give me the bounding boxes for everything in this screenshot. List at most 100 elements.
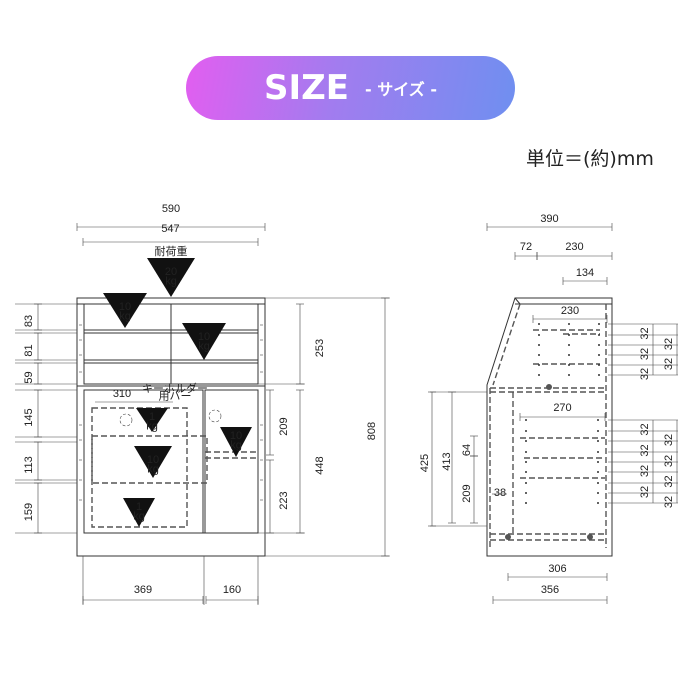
shelf-hole bbox=[597, 482, 599, 484]
dimension-label: 160 bbox=[223, 584, 241, 596]
shelf-hole bbox=[597, 451, 599, 453]
shelf-hole bbox=[598, 364, 600, 366]
dimension-label: 81 bbox=[23, 344, 35, 356]
load-value: 20 bbox=[165, 266, 177, 278]
dimension-label: 230 bbox=[561, 305, 579, 317]
banner-title: SIZE bbox=[264, 68, 350, 108]
shelf-hole bbox=[525, 471, 527, 473]
dimension-label: 230 bbox=[565, 241, 583, 253]
dimension-label: 59 bbox=[23, 371, 35, 383]
load-triangle-icon bbox=[136, 408, 168, 432]
side-outline bbox=[486, 297, 613, 557]
dimension-label: 32 bbox=[663, 338, 675, 350]
load-unit: kg bbox=[198, 341, 210, 353]
load-value: 10 bbox=[198, 331, 210, 343]
shelf-hole bbox=[538, 334, 540, 336]
load-unit: kg bbox=[146, 421, 158, 433]
dimension-label: 145 bbox=[23, 408, 35, 426]
load-unit: kg bbox=[147, 464, 159, 476]
shelf-hole bbox=[598, 354, 600, 356]
shelf-hole bbox=[568, 334, 570, 336]
shelf-hole bbox=[597, 430, 599, 432]
dimension-label: 413 bbox=[441, 452, 453, 470]
cam-lock-icon bbox=[587, 534, 593, 540]
shelf-hole bbox=[525, 451, 527, 453]
line bbox=[514, 297, 521, 305]
dimension-label: 209 bbox=[278, 417, 290, 435]
dimension-label: 590 bbox=[162, 203, 180, 215]
shelf-hole bbox=[538, 344, 540, 346]
shelf-hole bbox=[525, 492, 527, 494]
load-triangle-icon bbox=[134, 446, 172, 478]
dimension-label: 223 bbox=[278, 491, 290, 509]
load-value: 10 bbox=[147, 454, 159, 466]
shelf-hole bbox=[597, 440, 599, 442]
load-triangle-icon bbox=[182, 323, 226, 360]
load-capacity-label: 耐荷重 bbox=[155, 244, 188, 258]
dimension-label: 390 bbox=[540, 213, 558, 225]
dimension-label: 209 bbox=[461, 484, 473, 502]
shelf-hole bbox=[597, 502, 599, 504]
shelf-hole bbox=[525, 419, 527, 421]
load-triangle-icon bbox=[220, 427, 252, 457]
load-value: 10 bbox=[230, 430, 242, 442]
dimension-label: 32 bbox=[639, 368, 651, 380]
shelf-hole bbox=[538, 374, 540, 376]
shelf-hole bbox=[597, 471, 599, 473]
shelf-hole bbox=[525, 461, 527, 463]
dimension-label: 32 bbox=[639, 327, 651, 339]
dimension-label: 425 bbox=[419, 454, 431, 472]
load-value: 1 bbox=[136, 501, 142, 513]
dimension-label: 32 bbox=[663, 455, 675, 467]
load-triangle-icon bbox=[147, 258, 195, 297]
top-board bbox=[76, 297, 266, 305]
shelf-hole bbox=[568, 364, 570, 366]
dimension-label: 159 bbox=[23, 503, 35, 521]
dimension-label: 64 bbox=[461, 444, 473, 456]
right-door bbox=[204, 389, 259, 534]
shelf-hole bbox=[538, 364, 540, 366]
shelf-hole bbox=[525, 482, 527, 484]
banner-subtitle: - サイズ - bbox=[365, 80, 437, 99]
load-value: 10 bbox=[119, 301, 131, 313]
load-triangle-icon bbox=[123, 498, 155, 527]
dimension-label: 32 bbox=[663, 434, 675, 446]
drawer bbox=[91, 435, 208, 484]
dimension-label: 356 bbox=[541, 584, 559, 596]
shelf-hole bbox=[525, 440, 527, 442]
hole-icon bbox=[119, 413, 133, 427]
dimension-label: 310 bbox=[113, 388, 131, 400]
dimension-label: 32 bbox=[663, 496, 675, 508]
keyholder-label: 用バー bbox=[159, 390, 192, 403]
front-slant-dashed bbox=[492, 303, 521, 386]
shelf-hole bbox=[568, 344, 570, 346]
dimension-label: 32 bbox=[639, 348, 651, 360]
dimension-label: 32 bbox=[639, 423, 651, 435]
dimension-label: 134 bbox=[576, 267, 594, 279]
load-unit: kg bbox=[133, 511, 145, 523]
shelf-hole bbox=[525, 502, 527, 504]
dimension-label: 547 bbox=[161, 223, 179, 235]
shelf-hole bbox=[598, 344, 600, 346]
unit-label: 単位＝(約)mm bbox=[526, 148, 654, 170]
shelf-hole bbox=[597, 461, 599, 463]
shelf-hole bbox=[597, 419, 599, 421]
hole-icon bbox=[208, 409, 222, 423]
load-unit: kg bbox=[230, 440, 242, 452]
dimension-label: 270 bbox=[553, 402, 571, 414]
dimension-label: 448 bbox=[314, 456, 326, 474]
dimension-label: 32 bbox=[639, 486, 651, 498]
load-unit: kg bbox=[165, 276, 177, 288]
load-value: 1 bbox=[149, 411, 155, 423]
dimension-label: 306 bbox=[548, 563, 566, 575]
shelf-hole bbox=[568, 323, 570, 325]
dimension-label: 253 bbox=[314, 339, 326, 357]
shelf-hole bbox=[598, 374, 600, 376]
load-unit: kg bbox=[119, 311, 131, 323]
shelf-hole bbox=[568, 354, 570, 356]
shelf-hole bbox=[538, 323, 540, 325]
cam-lock-icon bbox=[505, 534, 511, 540]
dimension-label: 369 bbox=[134, 584, 152, 596]
dimension-label: 38 bbox=[494, 487, 506, 499]
shelf-hole bbox=[525, 430, 527, 432]
